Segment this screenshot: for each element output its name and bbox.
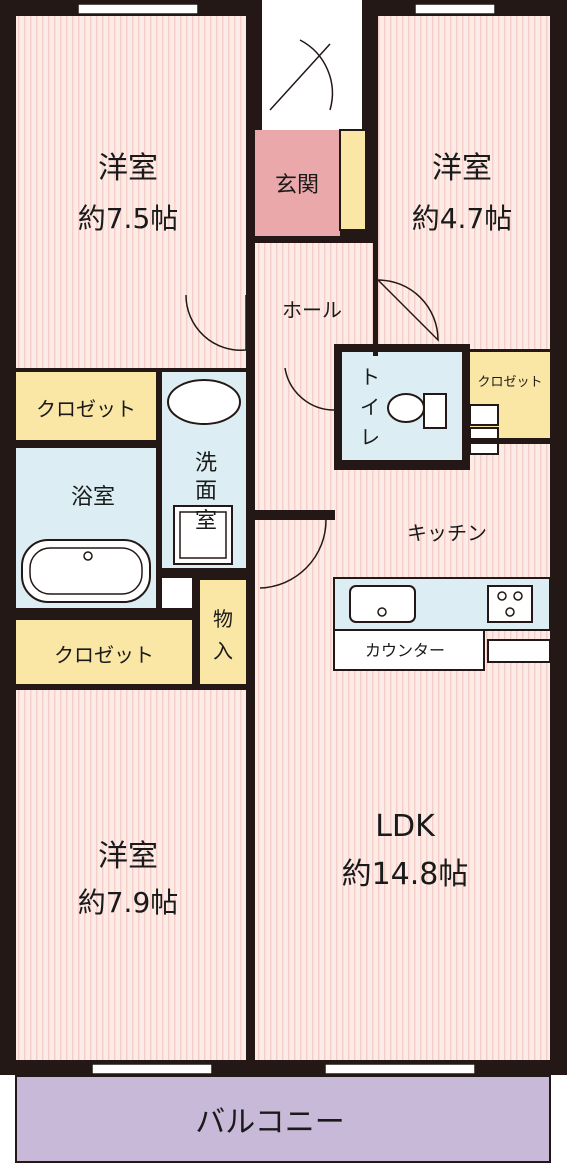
window-bottom-left [91, 1063, 213, 1075]
western-room-1-name: 洋室 [98, 151, 158, 186]
washroom-label-3: 室 [195, 509, 217, 534]
washing-machine-pan-icon [173, 505, 233, 565]
utility-box [162, 578, 192, 610]
door-western-2 [377, 279, 439, 342]
storage-label-1: 物 [213, 607, 233, 631]
window-top-right [414, 3, 496, 15]
stove-icon [487, 585, 533, 623]
door-toilet [284, 367, 336, 411]
room-western-1 [16, 16, 246, 368]
door-western-1 [185, 294, 247, 351]
balcony-floor [15, 1075, 551, 1163]
exterior-notch [262, 0, 362, 130]
closet-upper-label: クロゼット [36, 397, 136, 421]
western-room-1-size: 約7.5帖 [78, 202, 179, 235]
window-top-left [77, 3, 199, 15]
window-bottom-right [324, 1063, 476, 1075]
room-western-3 [16, 690, 246, 1060]
counter-side [487, 639, 551, 663]
door-ldk [259, 519, 327, 589]
toilet-label-2: イ [360, 395, 380, 419]
door-entrance [269, 39, 334, 111]
western-room-2-size: 約4.7帖 [412, 202, 513, 235]
shoe-cabinet [339, 129, 367, 231]
toilet-icon [387, 393, 425, 423]
toilet-label-1: ト [360, 365, 380, 389]
storage [200, 580, 246, 684]
sink-icon [349, 585, 416, 623]
western-room-2-name: 洋室 [432, 151, 492, 186]
western-room-3-size: 約7.9帖 [78, 886, 179, 919]
bath-label: 浴室 [71, 485, 115, 510]
room-western-2 [378, 16, 550, 349]
counter-label: カウンター [365, 641, 445, 660]
toilet-label-3: レ [360, 425, 380, 449]
ldk-size: 約14.8帖 [342, 857, 469, 892]
balcony-label: バルコニー [195, 1105, 344, 1140]
storage-label-2: 入 [213, 639, 233, 663]
washroom-label-2: 面 [195, 479, 217, 504]
counter-front [333, 629, 485, 671]
ldk-name: LDK [375, 809, 436, 844]
closet-small-label: クロゼット [477, 375, 542, 390]
washbasin-icon [167, 379, 241, 425]
small-storage-box-1 [469, 404, 499, 426]
closet-lower-label: クロゼット [54, 643, 154, 667]
bathtub-icon [21, 539, 151, 603]
kitchen-label: キッチン [407, 521, 487, 545]
western-room-3-name: 洋室 [98, 839, 158, 874]
room-entrance [255, 130, 340, 236]
washroom-label-1: 洗 [195, 451, 217, 476]
closet-upper [16, 372, 156, 440]
hall-label: ホール [282, 298, 342, 322]
entrance-label: 玄関 [275, 173, 319, 198]
closet-lower [16, 620, 192, 684]
